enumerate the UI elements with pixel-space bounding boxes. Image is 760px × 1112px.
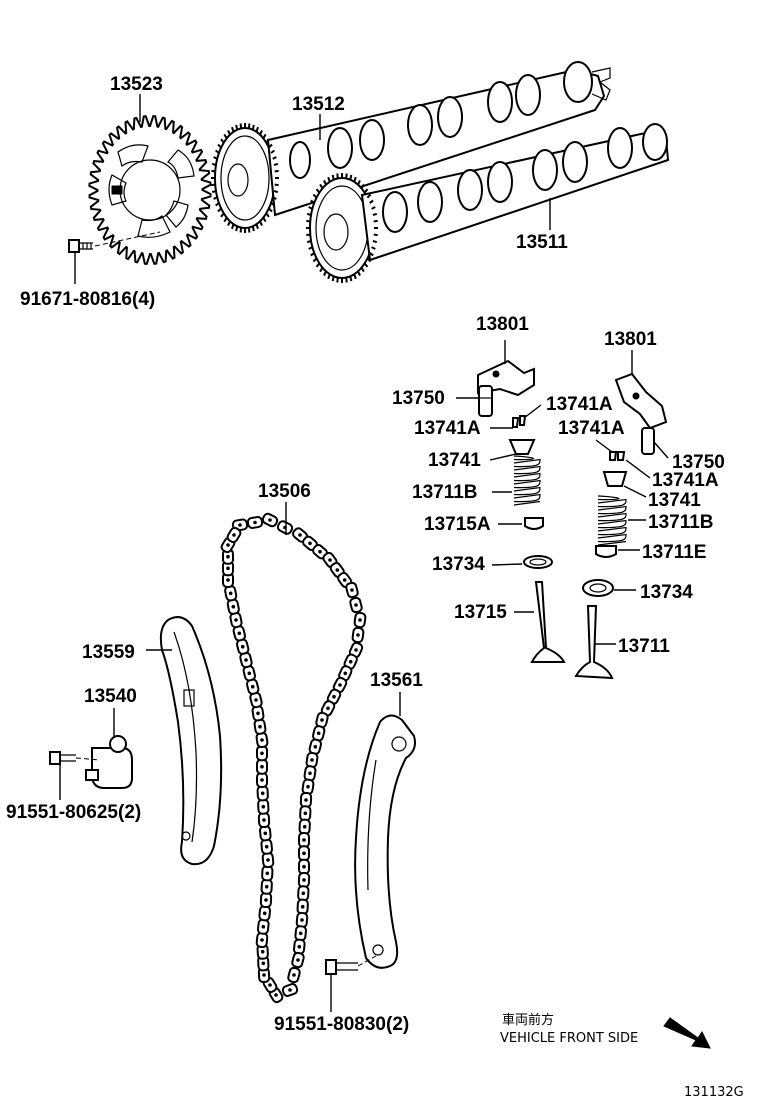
- label-13715a: 13715A: [424, 514, 491, 535]
- camshaft-13511: [309, 123, 670, 279]
- label-13741a-1: 13741A: [546, 394, 613, 415]
- label-13540: 13540: [84, 686, 137, 707]
- figure-code: 131132G: [684, 1085, 744, 1100]
- label-13741a-2: 13741A: [414, 418, 481, 439]
- label-13801-right: 13801: [604, 329, 657, 350]
- label-13512: 13512: [292, 94, 345, 115]
- label-91671-80816: 91671-80816(4): [20, 289, 155, 310]
- arrow-icon: [663, 1017, 711, 1049]
- chain-guide-13561: [325, 692, 416, 1012]
- valve-train-exhaust: [574, 350, 669, 680]
- label-13711b-right: 13711B: [648, 512, 714, 533]
- label-13711e: 13711E: [642, 542, 706, 563]
- front-note-jp: 車両前方: [502, 1012, 554, 1028]
- label-13511: 13511: [516, 232, 568, 253]
- label-13715: 13715: [454, 602, 507, 623]
- label-13741a-3: 13741A: [558, 418, 625, 439]
- label-13734-left: 13734: [432, 554, 485, 575]
- sprocket-13523: [88, 115, 212, 265]
- label-13741-right: 13741: [648, 490, 701, 511]
- label-13750-left: 13750: [392, 388, 445, 409]
- label-13741-left: 13741: [428, 450, 481, 471]
- label-13711: 13711: [618, 636, 670, 657]
- label-13711b-left: 13711B: [412, 482, 478, 503]
- label-13523: 13523: [110, 74, 163, 95]
- label-13741a-4: 13741A: [652, 470, 719, 491]
- label-13750-right: 13750: [672, 452, 725, 473]
- valve-train-intake: [456, 340, 566, 663]
- gear-teeth-13512: [211, 123, 279, 233]
- gear-teeth-13511: [306, 173, 378, 283]
- bolt-91671: [68, 231, 161, 284]
- timing-chain-13506: [220, 512, 367, 1004]
- label-13506: 13506: [258, 481, 311, 502]
- label-91551-80830: 91551-80830(2): [274, 1014, 409, 1035]
- front-note-en: VEHICLE FRONT SIDE: [500, 1031, 638, 1046]
- camshaft-13512: [214, 61, 611, 229]
- chain-guide-13559: [146, 616, 223, 866]
- label-13801-left: 13801: [476, 314, 529, 335]
- label-13559: 13559: [82, 642, 135, 663]
- chain-tensioner-13540: [49, 708, 133, 800]
- label-91551-80625: 91551-80625(2): [6, 802, 141, 823]
- label-13561: 13561: [370, 670, 423, 691]
- label-13734-right: 13734: [640, 582, 693, 603]
